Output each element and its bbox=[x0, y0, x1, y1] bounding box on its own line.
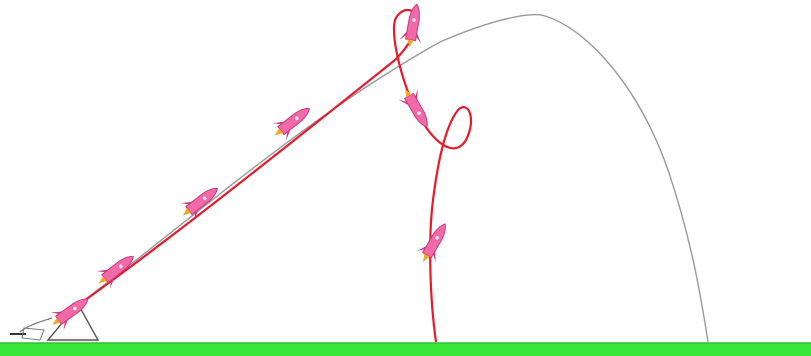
ground bbox=[0, 343, 811, 356]
